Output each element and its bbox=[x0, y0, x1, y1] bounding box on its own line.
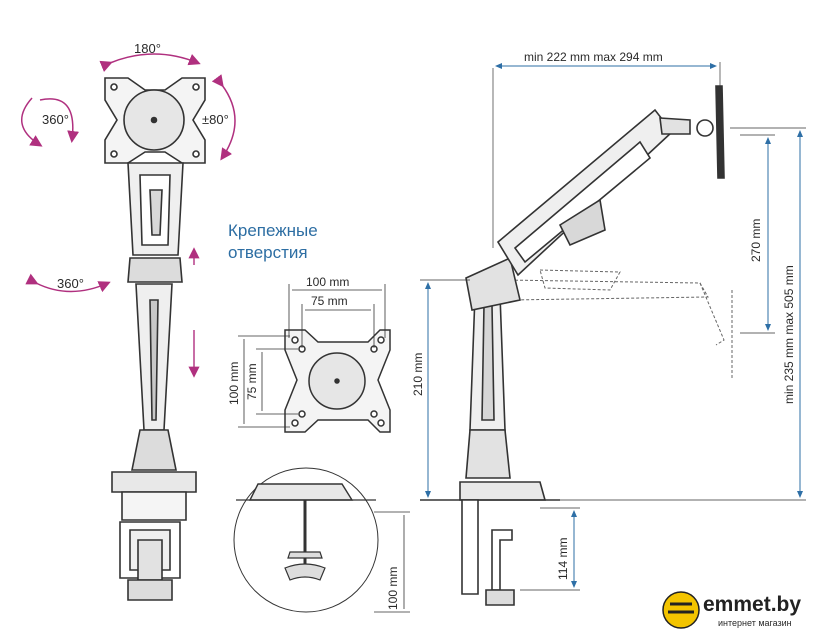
rotation-top-label: 180° bbox=[134, 41, 161, 56]
vesa-width-inner-label: 75 mm bbox=[311, 294, 348, 308]
pole-height-label: 210 mm bbox=[411, 353, 425, 396]
vesa-plate-detail bbox=[284, 329, 391, 433]
tilt-80-arrow bbox=[211, 74, 236, 161]
brand-tagline: интернет магазин bbox=[718, 618, 792, 628]
rotate-180-arrow bbox=[99, 53, 201, 72]
front-view bbox=[104, 77, 206, 601]
arm-rotate-360-arrow bbox=[25, 273, 111, 293]
height-range-label: min 235 mm max 505 mm bbox=[782, 265, 796, 404]
vesa-dimension-lines bbox=[238, 284, 386, 428]
vesa-height-inner-label: 75 mm bbox=[245, 363, 259, 400]
rotation-right-label: ±80° bbox=[202, 112, 229, 127]
rotation-arm-label: 360° bbox=[57, 276, 84, 291]
reach-label: min 222 mm max 294 mm bbox=[524, 50, 663, 64]
mount-holes-title-line1: Крепежные bbox=[228, 221, 318, 240]
rotate-360-arrow bbox=[20, 97, 43, 147]
bee-icon bbox=[662, 591, 700, 629]
clamp-detail bbox=[233, 467, 410, 613]
brand-logo: emmet.by интернет магазин bbox=[662, 591, 801, 629]
vesa-height-outer-label: 100 mm bbox=[227, 362, 241, 405]
brand-name: emmet.by bbox=[703, 593, 801, 616]
side-view-dimensions bbox=[420, 62, 806, 591]
rotation-left-label: 360° bbox=[42, 112, 69, 127]
clamp-thickness-label: 100 mm bbox=[386, 567, 400, 610]
vertical-travel-label: 270 mm bbox=[749, 219, 763, 262]
side-view-body bbox=[420, 85, 725, 606]
side-view-ghost-arm bbox=[504, 269, 733, 378]
rotation-arrows bbox=[20, 53, 236, 293]
mount-holes-title-line2: отверстия bbox=[228, 243, 308, 262]
clamp-height-label: 114 mm bbox=[556, 538, 570, 580]
vesa-width-outer-label: 100 mm bbox=[306, 275, 349, 289]
